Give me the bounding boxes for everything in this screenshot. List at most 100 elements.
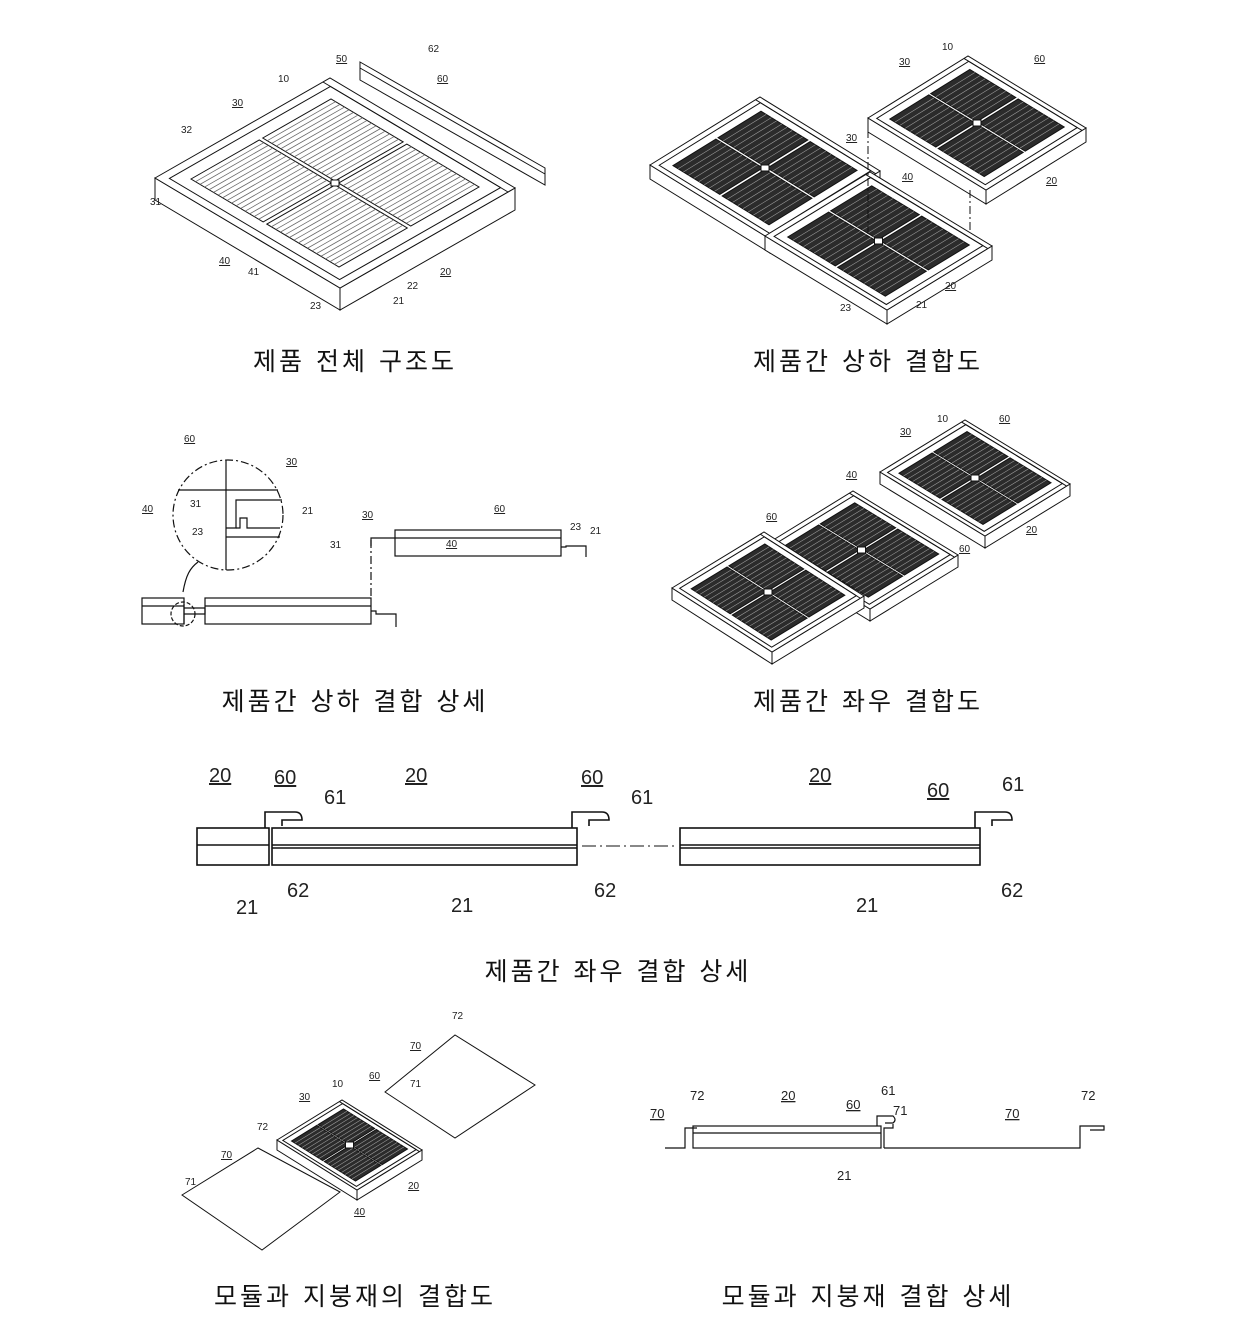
reference-numeral: 62 [594,880,616,902]
reference-numeral: 60 [494,504,506,515]
reference-numeral: 31 [190,499,202,510]
reference-numeral: 21 [393,296,405,307]
reference-numeral: 61 [1002,774,1024,796]
reference-numeral: 62 [287,880,309,902]
roofing-sheet-left [181,1147,341,1251]
figure-vertical-coupling-detail [141,459,587,627]
caption-vertical-coupling-detail: 제품간 상하 결합 상세 [221,687,489,716]
reference-numeral: 60 [437,74,449,85]
reference-numeral: 61 [324,787,346,809]
reference-numeral: 60 [846,1097,860,1112]
reference-numeral: 20 [408,1181,420,1192]
reference-numeral: 40 [902,172,914,183]
reference-numeral: 70 [410,1041,422,1052]
solar-module [764,171,993,325]
caption-overall-structure: 제품 전체 구조도 [253,347,457,376]
reference-numeral: 22 [407,281,419,292]
reference-numeral: 70 [650,1106,664,1121]
reference-numeral: 20 [781,1088,795,1103]
reference-numeral: 21 [236,897,258,919]
reference-numeral: 10 [332,1079,344,1090]
reference-numeral: 50 [336,54,348,65]
solar-cell-array [190,98,480,268]
reference-numeral: 31 [150,197,162,208]
reference-numeral: 23 [840,303,852,314]
reference-numeral: 72 [1081,1088,1095,1103]
reference-numeral: 23 [570,522,582,533]
reference-numeral: 30 [846,133,858,144]
solar-cell-array [690,543,846,641]
reference-numeral: 60 [959,544,971,555]
reference-numeral: 70 [1005,1106,1019,1121]
reference-numeral: 31 [330,540,342,551]
caption-horizontal-coupling: 제품간 좌우 결합도 [753,687,983,716]
roofing-sheet-right [384,1034,536,1139]
reference-numeral: 60 [369,1071,381,1082]
solar-cell-array [783,502,940,598]
reference-numeral: 23 [310,301,322,312]
reference-numeral: 10 [278,74,290,85]
reference-numeral: 60 [927,780,949,802]
reference-numeral: 72 [452,1011,464,1022]
reference-numeral: 70 [221,1150,233,1161]
reference-numeral: 30 [299,1092,311,1103]
reference-numeral: 20 [1046,176,1058,187]
solar-cell-array [672,110,858,226]
reference-numeral: 71 [893,1103,907,1118]
reference-numeral: 20 [945,281,957,292]
reference-numeral: 20 [405,765,427,787]
reference-numeral: 60 [999,414,1011,425]
figure-overall-structure [154,61,546,311]
reference-numeral: 62 [428,44,440,55]
reference-numeral: 71 [185,1177,197,1188]
solar-module [154,77,516,311]
reference-numeral: 40 [446,539,458,550]
reference-numeral: 40 [219,256,231,267]
reference-numeral: 20 [440,267,452,278]
solar-module [671,531,865,665]
reference-numeral: 60 [274,767,296,789]
reference-numeral: 20 [209,765,231,787]
reference-numeral: 21 [590,526,602,537]
reference-numeral: 32 [181,125,193,136]
figure-horizontal-coupling-detail [196,811,1013,866]
detail-circle [172,459,284,571]
figure-horizontal-coupling [671,419,1071,665]
reference-numeral: 23 [192,527,204,538]
reference-numeral: 30 [286,457,298,468]
reference-numeral: 30 [900,427,912,438]
caption-vertical-coupling: 제품간 상하 결합도 [753,347,983,376]
caption-horizontal-coupling-detail: 제품간 좌우 결합 상세 [484,957,752,986]
figure-roof-coupling-detail [665,1115,1105,1149]
rail-60-c [974,811,1013,828]
solar-cell-array [786,185,971,297]
reference-numeral: 21 [856,895,878,917]
reference-numeral: 21 [302,506,314,517]
detail-arrow [182,561,199,593]
reference-numeral: 60 [1034,54,1046,65]
figure-roof-coupling [181,1034,536,1251]
solar-module [867,55,1087,205]
solar-cell-array [888,68,1066,178]
rail-60-a [264,811,303,828]
reference-numeral: 60 [184,434,196,445]
reference-numeral: 60 [766,512,778,523]
reference-numeral: 61 [631,787,653,809]
reference-numeral: 20 [809,765,831,787]
solar-module [276,1099,423,1201]
reference-numeral: 30 [232,98,244,109]
reference-numeral: 40 [846,470,858,481]
reference-numeral: 10 [937,414,949,425]
reference-numeral: 21 [837,1168,851,1183]
caption-roof-coupling: 모듈과 지붕재의 결합도 [214,1282,496,1311]
reference-numeral: 10 [942,42,954,53]
reference-numeral: 30 [362,510,374,521]
solar-module [879,419,1071,549]
reference-numeral: 30 [899,57,911,68]
reference-numeral: 61 [881,1083,895,1098]
rail-60 [359,61,546,186]
reference-numeral: 21 [451,895,473,917]
reference-numeral: 72 [690,1088,704,1103]
